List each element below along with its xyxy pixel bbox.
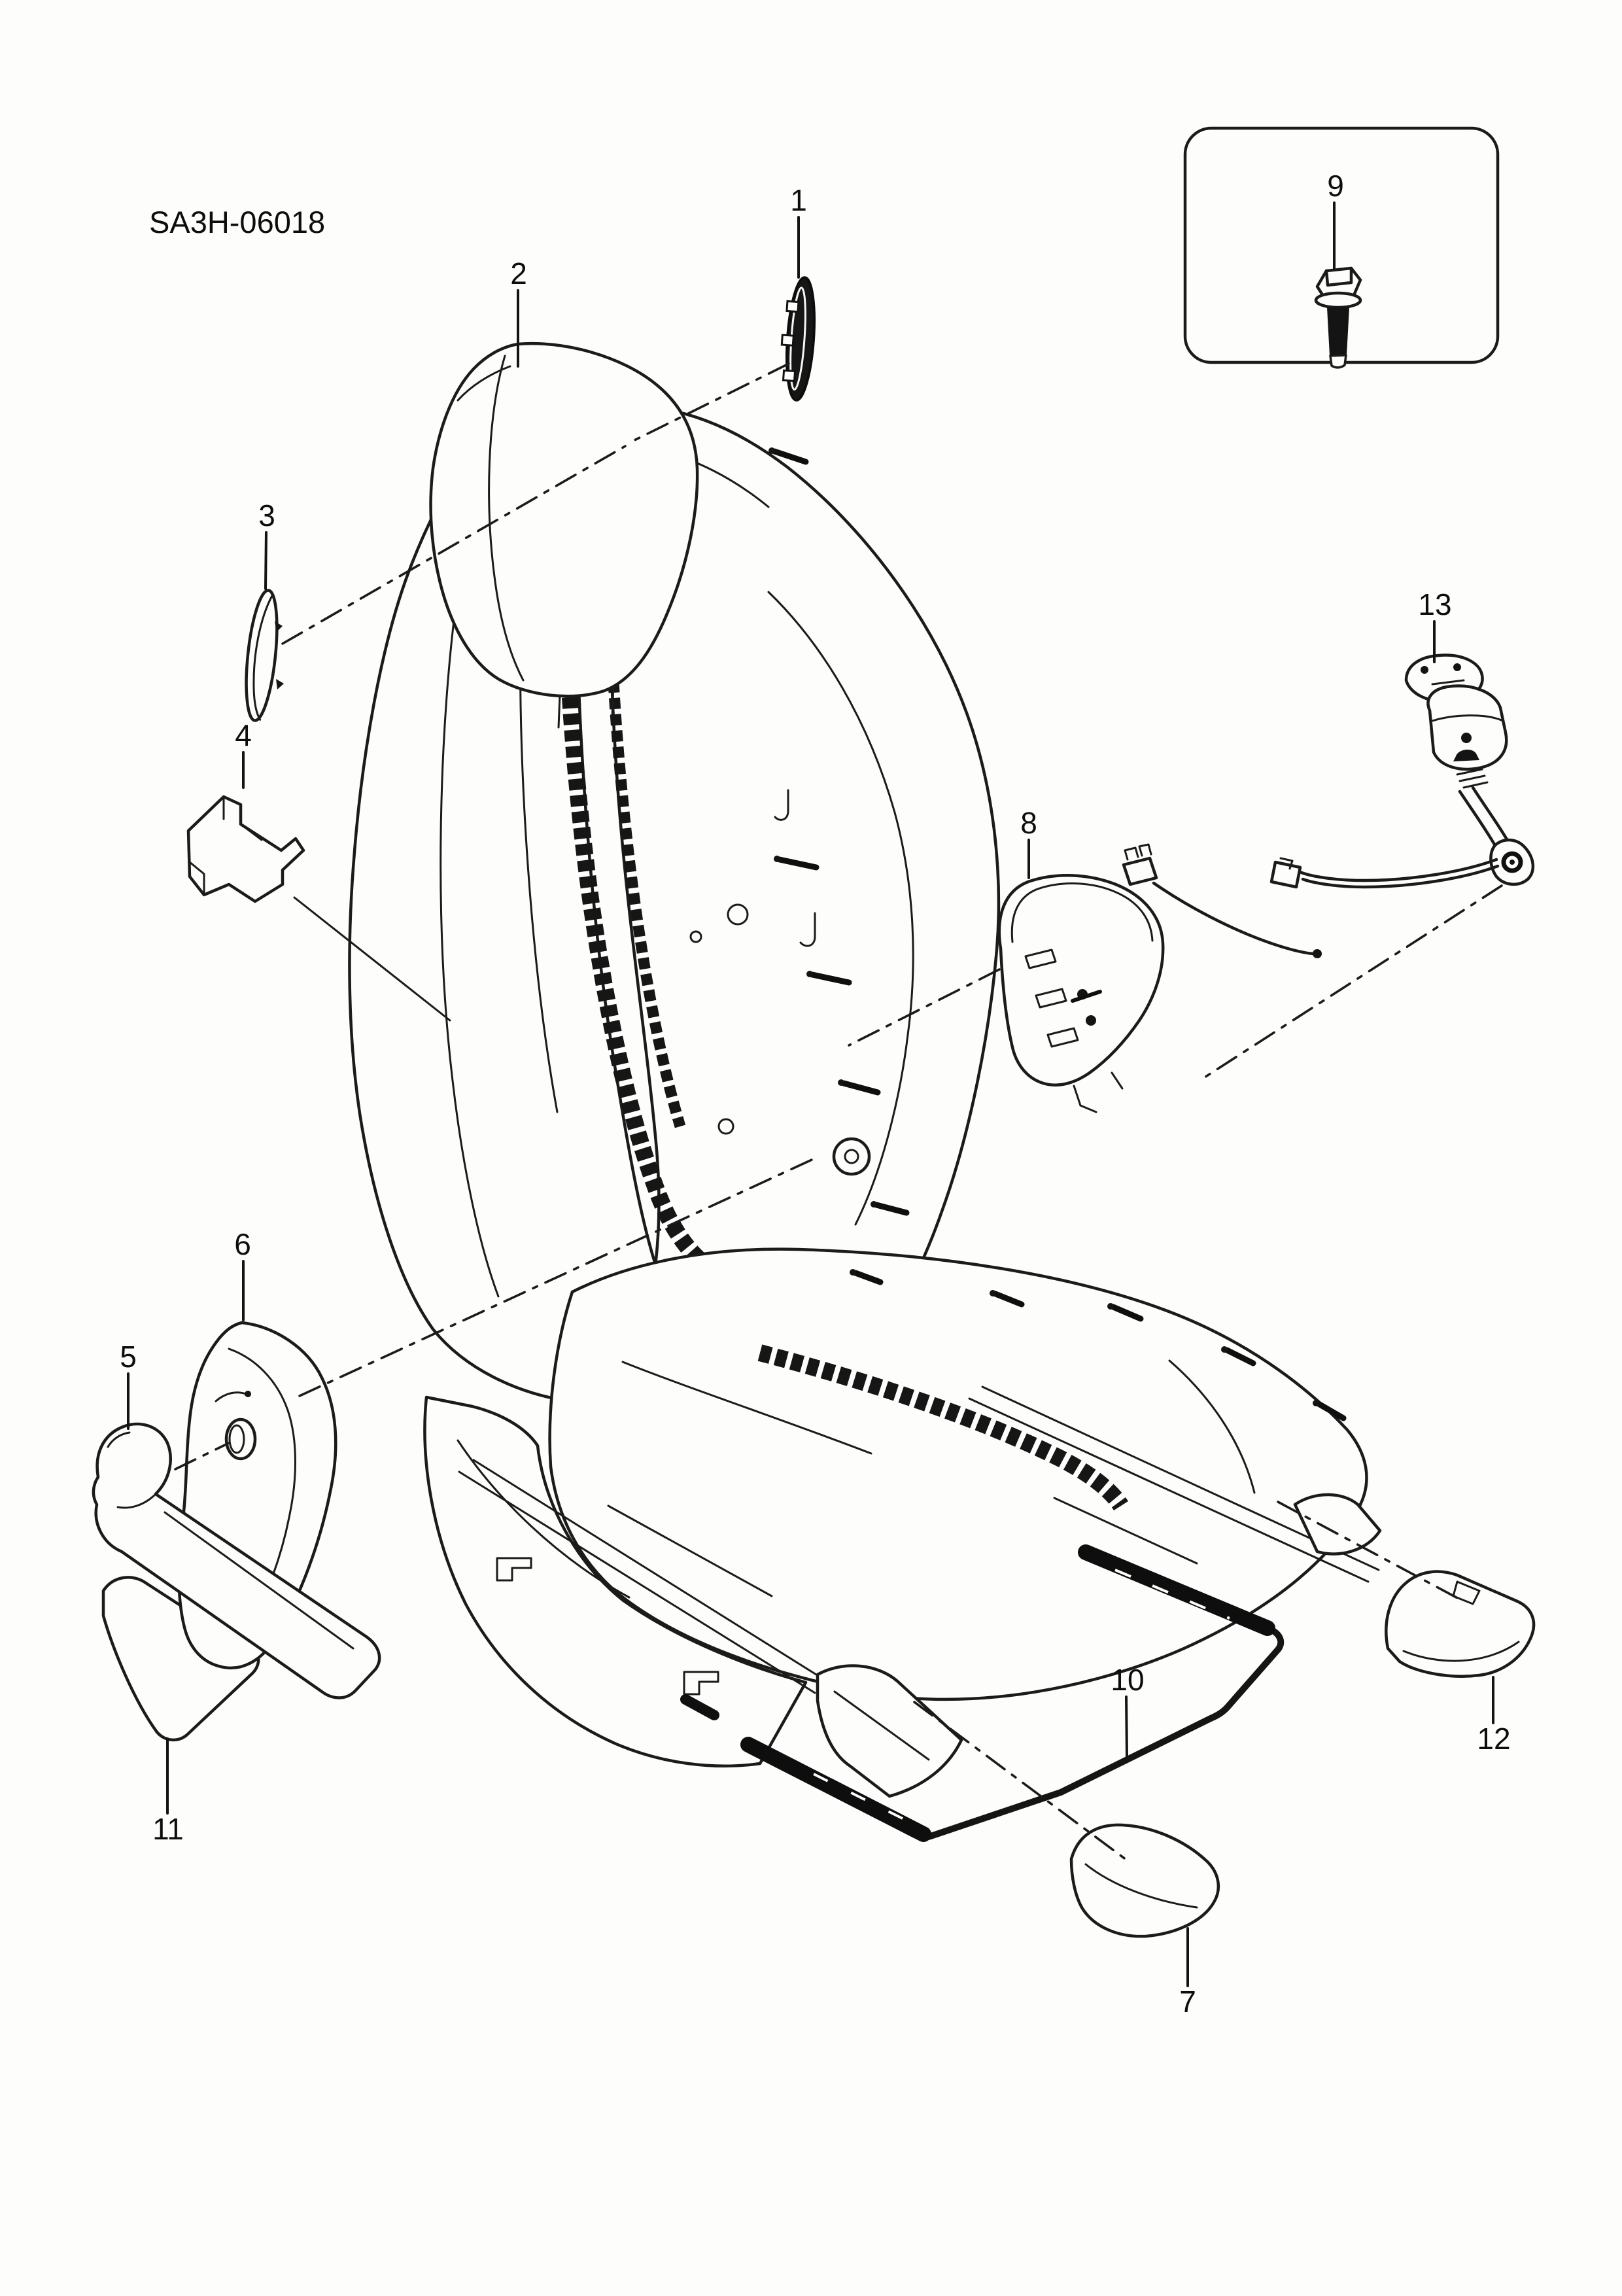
side-valance-panel [997, 843, 1322, 1113]
seat-base-frame [423, 1385, 1382, 1798]
rear-panel-fastener-pins [768, 447, 910, 1216]
buckle-wire [1269, 857, 1500, 889]
front-foot-cover [1069, 1823, 1220, 1938]
cushion-fastener-pins [850, 1269, 1347, 1421]
rear-right-foot-bracket [1293, 1493, 1382, 1556]
reference-lines [174, 362, 1503, 1863]
svg-text:3: 3 [258, 498, 275, 532]
callout-3: 3 [258, 498, 275, 590]
svg-text:7: 7 [1179, 1985, 1196, 2019]
svg-text:10: 10 [1111, 1663, 1144, 1697]
svg-text:8: 8 [1020, 806, 1037, 840]
callout-5: 5 [120, 1340, 137, 1430]
svg-text:2: 2 [510, 256, 527, 290]
svg-text:5: 5 [120, 1340, 137, 1374]
svg-text:13: 13 [1418, 587, 1451, 621]
recliner-handle [92, 1422, 381, 1699]
callout-8: 8 [1020, 806, 1037, 879]
valance-harness [1122, 843, 1322, 958]
callout-1: 1 [790, 183, 807, 279]
buckle-release-icon [1453, 733, 1479, 761]
callout-6: 6 [234, 1227, 251, 1321]
svg-text:6: 6 [234, 1227, 251, 1261]
bolt-inset-box: 9 [1183, 126, 1500, 369]
back-panel-plug [245, 589, 284, 722]
svg-text:12: 12 [1477, 1722, 1510, 1756]
callout-11: 11 [152, 1737, 184, 1846]
callout-13: 13 [1418, 587, 1452, 663]
frame-trim-rod [740, 1544, 1285, 1842]
svg-text:1: 1 [790, 183, 807, 217]
callout-7: 7 [1179, 1927, 1196, 2019]
headrest-guide [780, 276, 816, 402]
callouts: 1 2 3 4 5 6 7 8 10 11 12 13 [120, 183, 1510, 2019]
callout-12: 12 [1477, 1676, 1511, 1756]
headrest [429, 341, 699, 698]
svg-text:11: 11 [152, 1812, 184, 1846]
callout-9: 9 [1327, 169, 1344, 203]
mounting-bracket [186, 795, 305, 903]
callout-10: 10 [1111, 1663, 1145, 1758]
figure-code: SA3H-06018 [149, 205, 325, 239]
rear-foot-cover-rh [1385, 1570, 1536, 1678]
recliner-hub [832, 1137, 871, 1176]
seat-belt-buckle [1269, 653, 1534, 889]
bolt-icon [1314, 266, 1362, 369]
callout-2: 2 [510, 256, 527, 368]
callout-4: 4 [235, 718, 252, 789]
svg-text:4: 4 [235, 718, 252, 752]
